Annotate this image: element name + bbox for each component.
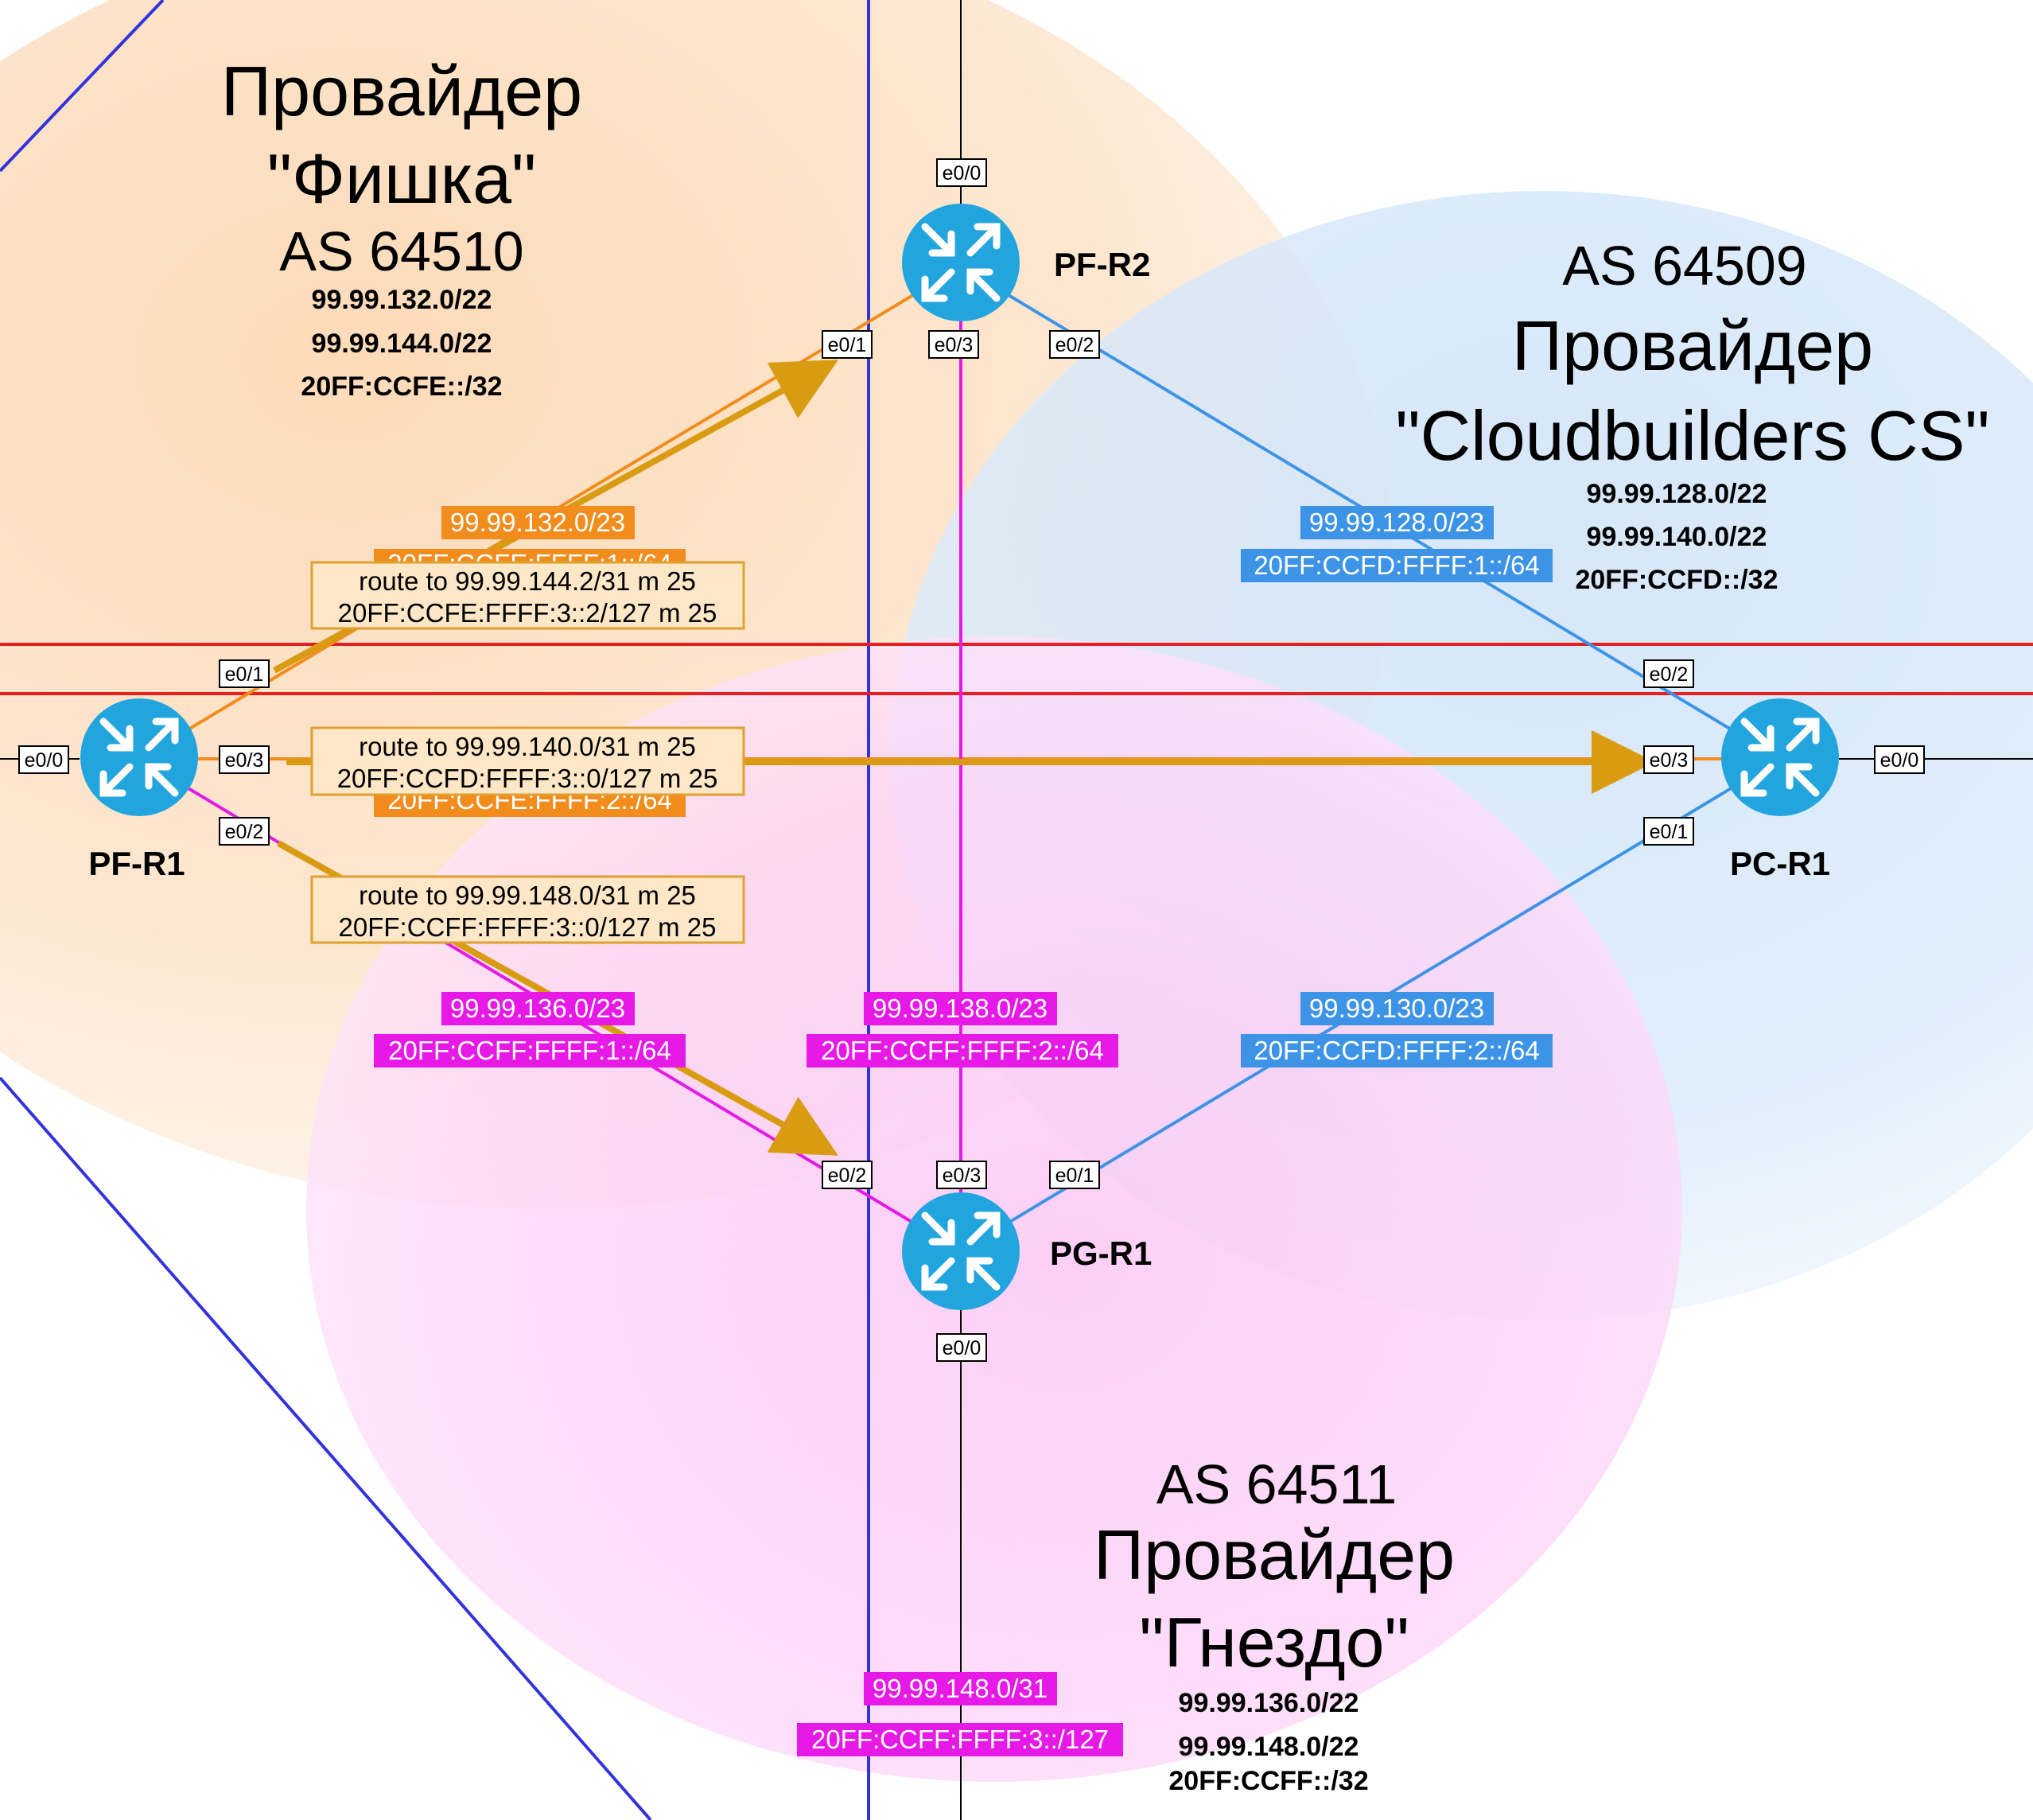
as-fishka-line1: Провайдер bbox=[221, 52, 582, 130]
net-label-pf-r2-pg-r1: 99.99.138.0/23 20FF:CCFF:FFFF:2::/64 bbox=[807, 992, 1118, 1068]
router-icon bbox=[902, 204, 1020, 321]
port-labels: e0/0 e0/1 e0/3 e0/2 e0/0 e0/1 e0/3 e0/2 … bbox=[18, 158, 1925, 1362]
route-line-v6: 20FF:CCFF:FFFF:3::0/127 m 25 bbox=[339, 912, 717, 942]
route-line-v4: route to 99.99.144.2/31 m 25 bbox=[359, 566, 696, 596]
as-cloudbuilders-prefix: 99.99.128.0/22 bbox=[1587, 479, 1767, 509]
port-label: e0/0 bbox=[1874, 745, 1925, 774]
port-label: e0/0 bbox=[936, 1333, 987, 1362]
svg-text:e0/1: e0/1 bbox=[828, 334, 867, 356]
as-fishka-prefix: 99.99.144.0/22 bbox=[312, 329, 492, 359]
net-label-pg-r1-uplink: 99.99.148.0/31 20FF:CCFF:FFFF:3::/127 bbox=[797, 1672, 1123, 1756]
as-cloudbuilders-prefix: 20FF:CCFD::/32 bbox=[1575, 565, 1778, 595]
port-label: e0/3 bbox=[1643, 745, 1694, 774]
svg-text:e0/1: e0/1 bbox=[1055, 1165, 1094, 1187]
as-cloudbuilders-line1: Провайдер bbox=[1512, 306, 1873, 385]
as-label-gnezdo: AS 64511 Провайдер "Гнездо" 99.99.136.0/… bbox=[1094, 1453, 1455, 1796]
port-label: e0/2 bbox=[1049, 330, 1100, 359]
net-v4-label: 99.99.148.0/31 bbox=[873, 1674, 1048, 1703]
port-label: e0/2 bbox=[822, 1161, 873, 1189]
guide-line-diagonal-bottom bbox=[0, 1076, 652, 1820]
svg-text:e0/3: e0/3 bbox=[935, 334, 974, 356]
svg-text:e0/2: e0/2 bbox=[1055, 334, 1094, 356]
net-v4-label: 99.99.136.0/23 bbox=[450, 994, 625, 1023]
router-pg-r1[interactable] bbox=[902, 1192, 1020, 1310]
svg-text:e0/3: e0/3 bbox=[225, 749, 264, 772]
port-label: e0/0 bbox=[936, 158, 987, 187]
router-label-pf-r1: PF-R1 bbox=[88, 845, 185, 882]
route-line-v4: route to 99.99.140.0/31 m 25 bbox=[359, 732, 696, 761]
route-line-v6: 20FF:CCFE:FFFF:3::2/127 m 25 bbox=[338, 598, 717, 628]
router-pf-r2[interactable] bbox=[902, 204, 1020, 321]
router-icon bbox=[80, 698, 198, 816]
net-v6-label: 20FF:CCFD:FFFF:1::/64 bbox=[1254, 550, 1539, 580]
route-box-to-gnezdo: route to 99.99.148.0/31 m 25 20FF:CCFF:F… bbox=[310, 875, 745, 944]
net-v4-label: 99.99.130.0/23 bbox=[1309, 994, 1484, 1023]
router-icon bbox=[1721, 698, 1839, 816]
router-pc-r1[interactable] bbox=[1721, 698, 1839, 816]
as-fishka-number: AS 64510 bbox=[279, 220, 523, 282]
svg-text:e0/2: e0/2 bbox=[1650, 663, 1689, 686]
svg-text:e0/0: e0/0 bbox=[25, 749, 64, 772]
port-label: e0/1 bbox=[1643, 817, 1694, 846]
port-label: e0/3 bbox=[936, 1161, 987, 1189]
as-gnezdo-line2: "Гнездо" bbox=[1139, 1603, 1409, 1682]
route-line-v4: route to 99.99.148.0/31 m 25 bbox=[359, 881, 696, 910]
svg-text:e0/0: e0/0 bbox=[1880, 749, 1919, 772]
as-cloudbuilders-line2: "Cloudbuilders CS" bbox=[1395, 396, 1989, 475]
route-box-to-cloudbuilders: route to 99.99.140.0/31 m 25 20FF:CCFD:F… bbox=[310, 726, 745, 796]
as-fishka-prefix: 20FF:CCFE::/32 bbox=[301, 371, 502, 402]
port-label: e0/2 bbox=[219, 817, 270, 846]
net-v6-label: 20FF:CCFF:FFFF:3::/127 bbox=[811, 1725, 1109, 1754]
as-gnezdo-line1: Провайдер bbox=[1094, 1515, 1455, 1594]
net-v6-label: 20FF:CCFD:FFFF:2::/64 bbox=[1254, 1036, 1539, 1065]
svg-text:e0/2: e0/2 bbox=[225, 821, 264, 843]
svg-text:e0/3: e0/3 bbox=[943, 1165, 982, 1187]
router-label-pf-r2: PF-R2 bbox=[1054, 246, 1150, 283]
as-gnezdo-prefix: 20FF:CCFF::/32 bbox=[1168, 1766, 1368, 1796]
as-cloudbuilders-prefix: 99.99.140.0/22 bbox=[1587, 522, 1767, 552]
net-label-pc-r1-pg-r1: 99.99.130.0/23 20FF:CCFD:FFFF:2::/64 bbox=[1241, 992, 1553, 1068]
port-label: e0/3 bbox=[219, 745, 270, 774]
guide-line-diagonal-top bbox=[0, 0, 165, 173]
router-label-pg-r1: PG-R1 bbox=[1050, 1235, 1152, 1272]
port-label: e0/1 bbox=[219, 659, 270, 688]
svg-text:e0/2: e0/2 bbox=[828, 1165, 867, 1187]
router-icon bbox=[902, 1192, 1020, 1310]
svg-text:e0/1: e0/1 bbox=[1650, 821, 1689, 843]
as-fishka-prefix: 99.99.132.0/22 bbox=[312, 285, 492, 315]
svg-text:e0/0: e0/0 bbox=[943, 1337, 982, 1359]
net-v6-label: 20FF:CCFF:FFFF:1::/64 bbox=[388, 1036, 671, 1065]
net-v4-label: 99.99.128.0/23 bbox=[1309, 508, 1484, 537]
port-label: e0/2 bbox=[1643, 659, 1694, 688]
svg-text:e0/1: e0/1 bbox=[225, 663, 264, 686]
net-v4-label: 99.99.138.0/23 bbox=[873, 994, 1048, 1023]
router-pf-r1[interactable] bbox=[80, 698, 198, 816]
port-label: e0/1 bbox=[822, 330, 873, 359]
router-label-pc-r1: PC-R1 bbox=[1730, 845, 1830, 882]
as-label-fishka: Провайдер "Фишка" AS 64510 99.99.132.0/2… bbox=[221, 52, 582, 402]
as-gnezdo-prefix: 99.99.136.0/22 bbox=[1179, 1688, 1359, 1718]
net-label-pf-r1-pg-r1: 99.99.136.0/23 20FF:CCFF:FFFF:1::/64 bbox=[374, 992, 686, 1068]
svg-text:e0/0: e0/0 bbox=[943, 162, 982, 185]
port-label: e0/1 bbox=[1049, 1161, 1100, 1189]
route-box-to-fishka: route to 99.99.144.2/31 m 25 20FF:CCFE:F… bbox=[310, 561, 745, 630]
svg-text:e0/3: e0/3 bbox=[1650, 749, 1689, 772]
net-v6-label: 20FF:CCFF:FFFF:2::/64 bbox=[821, 1036, 1104, 1065]
as-fishka-line2: "Фишка" bbox=[267, 139, 537, 218]
port-label: e0/0 bbox=[18, 745, 69, 774]
as-gnezdo-prefix: 99.99.148.0/22 bbox=[1179, 1732, 1359, 1762]
net-v4-label: 99.99.132.0/23 bbox=[450, 508, 625, 537]
as-gnezdo-number: AS 64511 bbox=[1156, 1453, 1397, 1515]
port-label: e0/3 bbox=[928, 330, 979, 359]
route-line-v6: 20FF:CCFD:FFFF:3::0/127 m 25 bbox=[337, 764, 718, 793]
as-label-cloudbuilders: AS 64509 Провайдер "Cloudbuilders CS" 99… bbox=[1395, 235, 1989, 595]
as-cloudbuilders-number: AS 64509 bbox=[1562, 235, 1806, 297]
net-label-pf-r2-pc-r1: 99.99.128.0/23 20FF:CCFD:FFFF:1::/64 bbox=[1241, 506, 1553, 582]
